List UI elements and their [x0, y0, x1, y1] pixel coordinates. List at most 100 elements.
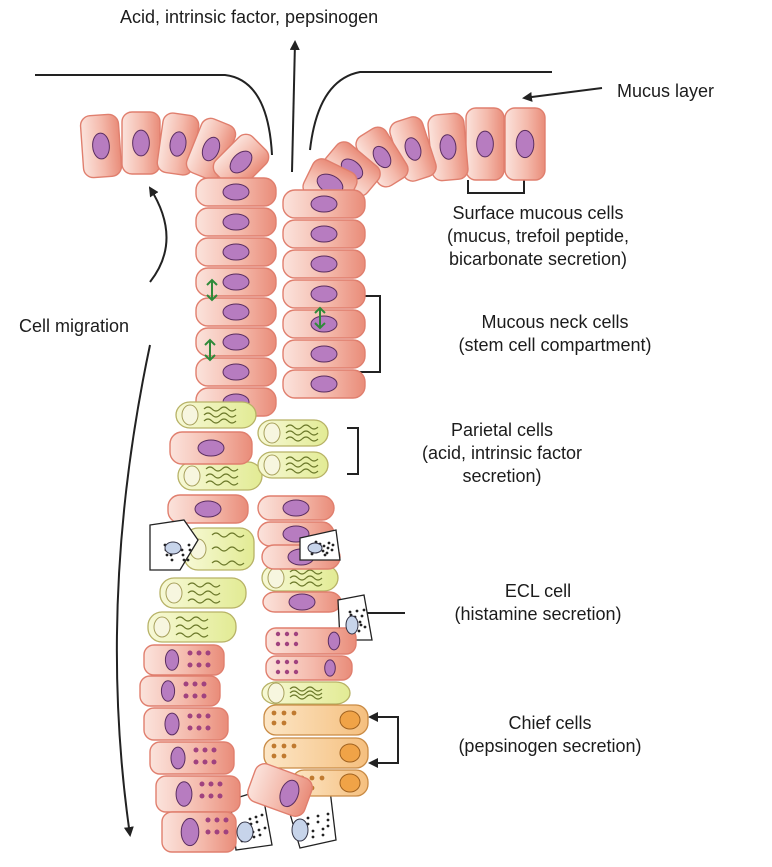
- nucleus: [325, 660, 336, 676]
- granule: [276, 632, 280, 636]
- secretory-granule: [261, 814, 264, 817]
- granule: [294, 642, 298, 646]
- zymogen-granule: [272, 754, 277, 759]
- parietal-nucleus: [264, 423, 280, 443]
- granule: [206, 830, 211, 835]
- granule: [200, 782, 205, 787]
- secretory-granule: [189, 549, 192, 552]
- secretory-granule: [356, 610, 359, 613]
- nucleus: [311, 286, 337, 302]
- secretory-granule: [187, 559, 190, 562]
- granule: [206, 714, 211, 719]
- granule: [294, 660, 298, 664]
- granule: [285, 670, 289, 674]
- secretory-granule: [171, 559, 174, 562]
- cell-body: [266, 656, 352, 680]
- neck-mucous-cell: [196, 178, 276, 206]
- granule: [184, 682, 189, 687]
- neck-mucous-cell: [283, 190, 365, 218]
- surface-mucous-line2: (mucus, trefoil peptide,: [398, 225, 678, 248]
- zymogen-granule: [292, 711, 297, 716]
- nucleus: [195, 501, 221, 517]
- ecl-label: ECL cell (histamine secretion): [408, 580, 668, 626]
- nucleus: [223, 214, 249, 230]
- secretory-granule: [327, 825, 330, 828]
- chief-title: Chief cells: [405, 712, 695, 735]
- secretory-granule: [312, 830, 315, 833]
- granule: [215, 830, 220, 835]
- nucleus: [223, 184, 249, 200]
- secretory-granule: [358, 630, 361, 633]
- surface-mucous-cell: [122, 112, 160, 174]
- nucleus: [181, 818, 199, 845]
- cell-body: [144, 708, 228, 740]
- chief-line2: (pepsinogen secretion): [405, 735, 695, 758]
- zymogen-granule: [282, 721, 287, 726]
- nucleus: [311, 196, 337, 212]
- neck-mucous-cell: [283, 370, 365, 398]
- granule: [188, 663, 193, 668]
- secretion-label: Acid, intrinsic factor, pepsinogen: [120, 6, 378, 29]
- granule: [224, 818, 229, 823]
- granule: [200, 794, 205, 799]
- secretory-granule: [256, 821, 259, 824]
- neck-mucous-cell: [258, 496, 334, 520]
- surface-mucous-cell: [80, 114, 122, 178]
- nucleus: [198, 440, 224, 456]
- nucleus: [171, 747, 185, 769]
- ecl-nucleus: [165, 542, 181, 554]
- cell-body: [140, 676, 220, 706]
- granule: [276, 642, 280, 646]
- nucleus: [223, 364, 249, 380]
- granule: [194, 760, 199, 765]
- chief-nucleus: [340, 774, 360, 792]
- granule: [188, 651, 193, 656]
- surface-mucous-cell: [144, 645, 224, 675]
- secretory-granule: [188, 544, 191, 547]
- secretory-granule: [349, 611, 352, 614]
- secretory-granule: [327, 819, 330, 822]
- parietal-nucleus: [184, 466, 200, 486]
- secretory-granule: [183, 559, 186, 562]
- parietal-nucleus: [182, 405, 198, 425]
- zymogen-granule: [282, 711, 287, 716]
- secretory-granule: [259, 834, 262, 837]
- granule: [194, 748, 199, 753]
- secretory-granule: [327, 547, 330, 550]
- nucleus: [311, 346, 337, 362]
- neck-mucous-cell: [196, 358, 276, 386]
- nucleus: [283, 500, 309, 516]
- mucus-layer-arrow: [524, 88, 602, 98]
- chief-nucleus: [340, 744, 360, 762]
- parietal-line3: secretion): [372, 465, 632, 488]
- zymogen-granule: [272, 744, 277, 749]
- nucleus: [223, 244, 249, 260]
- secretory-granule: [364, 626, 367, 629]
- cell-migration-arrow: [150, 188, 167, 282]
- granule: [294, 670, 298, 674]
- neck-mucous-cell: [283, 280, 365, 308]
- nucleus: [223, 274, 249, 290]
- secretory-granule: [253, 836, 256, 839]
- nucleus: [165, 713, 179, 735]
- secretory-granule: [255, 816, 258, 819]
- secretory-granule: [359, 621, 362, 624]
- secretory-granule: [182, 554, 185, 557]
- neck-mucous-cell: [196, 238, 276, 266]
- neck-mucous-cell: [196, 268, 276, 296]
- granule: [285, 632, 289, 636]
- cell-migration-arrow-down: [117, 345, 150, 835]
- granule: [197, 726, 202, 731]
- nucleus: [311, 256, 337, 272]
- secretory-granule: [317, 815, 320, 818]
- nucleus: [133, 130, 150, 156]
- cell-body: [266, 628, 356, 654]
- nucleus: [223, 304, 249, 320]
- secretory-granule: [360, 624, 363, 627]
- nucleus: [516, 130, 534, 157]
- surface-mucous-cell: [156, 776, 240, 812]
- neck-mucous-cell: [170, 432, 252, 464]
- surface-mucous-cell: [466, 108, 504, 180]
- nucleus: [165, 650, 178, 670]
